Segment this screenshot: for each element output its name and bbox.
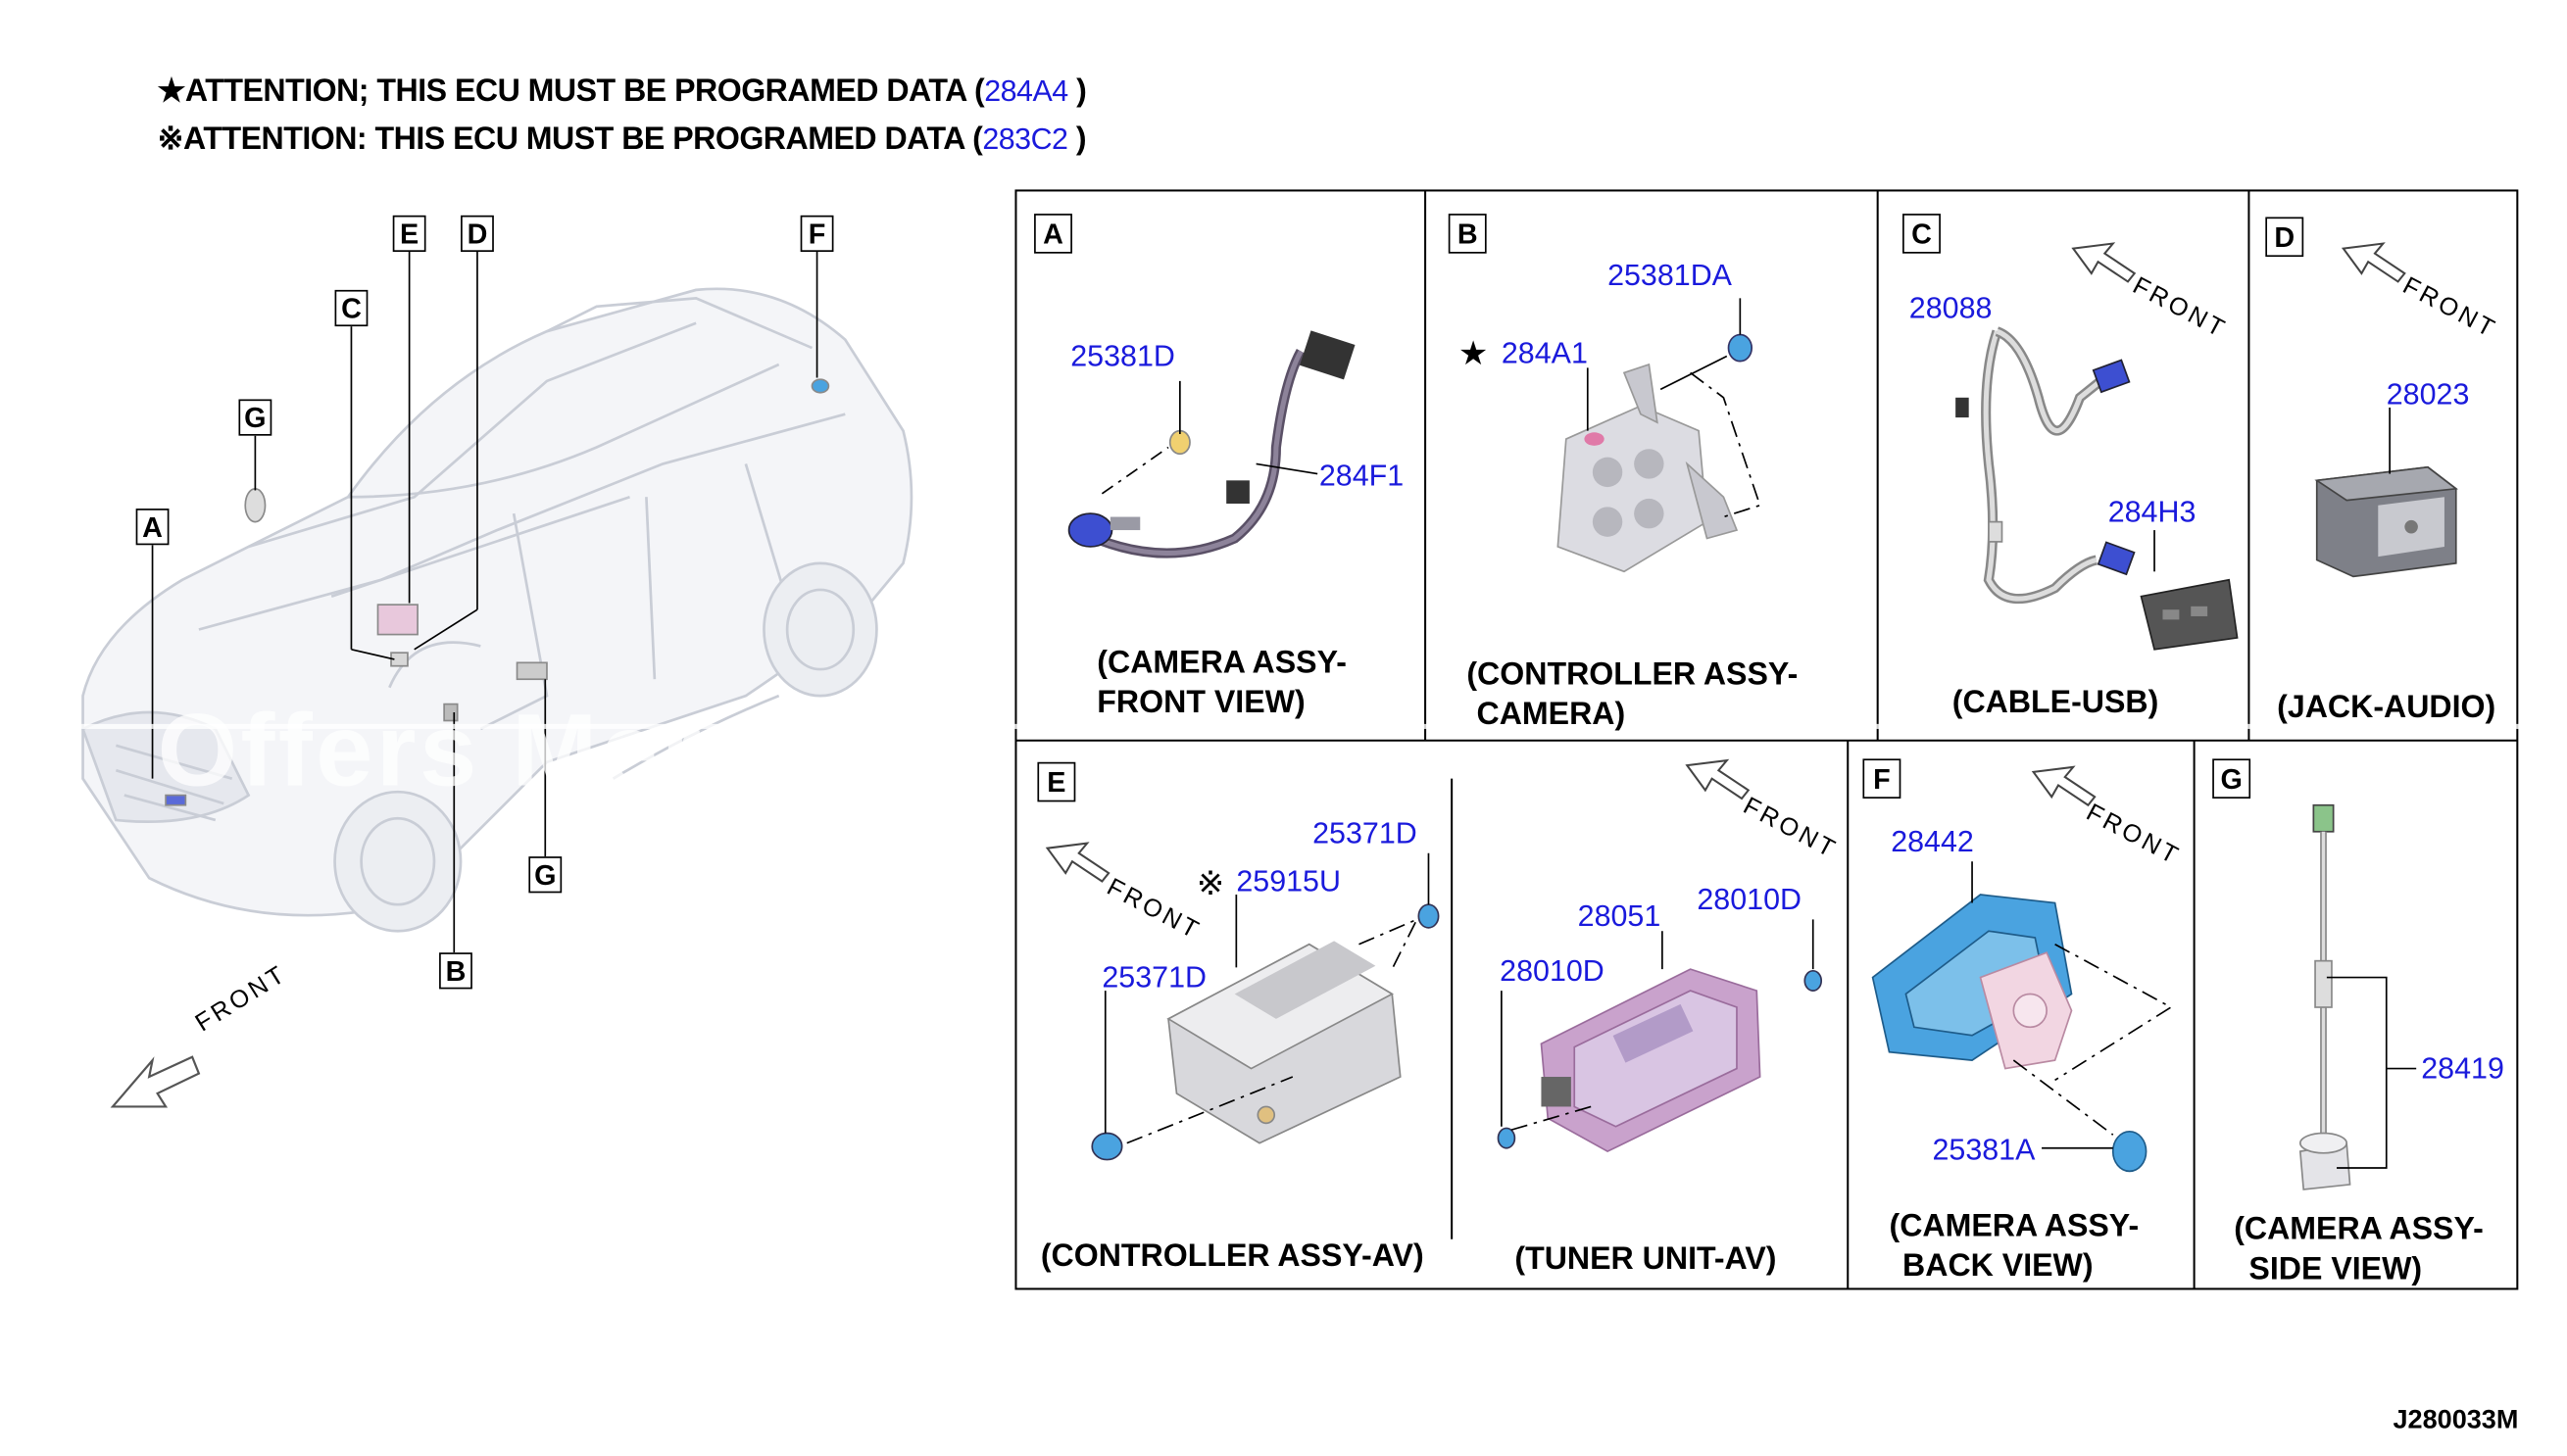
panel-grid	[1014, 189, 2519, 1290]
panel-a-caption: (CAMERA ASSY- FRONT VIEW)	[1097, 646, 1347, 721]
vehicle-callout-f[interactable]: F	[800, 215, 834, 253]
part-number-25371d[interactable]: 25371D	[1312, 816, 1417, 850]
front-arrow-icon	[2341, 242, 2406, 283]
part-number-28051[interactable]: 28051	[1577, 899, 1661, 933]
star-icon: ★	[1457, 336, 1489, 373]
reference-mark-icon: ※	[1196, 866, 1225, 903]
panel-label-a: A	[1034, 214, 1072, 254]
panel-label-d: D	[2265, 217, 2304, 258]
panel-b-art	[1556, 298, 1761, 573]
panel-f-art	[1871, 765, 2173, 1173]
part-number-25915u[interactable]: 25915U	[1236, 864, 1341, 898]
panel-c-caption: (CABLE-USB)	[1951, 685, 2159, 721]
diagram-code: J280033M	[2393, 1406, 2519, 1435]
vehicle-callout-a[interactable]: A	[135, 509, 170, 546]
front-arrow-icon	[1685, 758, 1751, 801]
panel-b-caption: (CONTROLLER ASSY- CAMERA)	[1466, 657, 1799, 733]
panel-label-b: B	[1448, 214, 1487, 254]
panel-e-caption: (CONTROLLER ASSY-AV)	[1040, 1238, 1424, 1275]
part-number-25381d[interactable]: 25381D	[1070, 339, 1175, 373]
vehicle-callout-g2[interactable]: G	[528, 856, 563, 894]
panel-label-f: F	[1862, 758, 1901, 799]
star-icon: ★	[157, 74, 186, 110]
vehicle-sketch	[80, 287, 913, 933]
panel-c-art	[1955, 242, 2239, 651]
front-arrow-icon	[2071, 242, 2137, 283]
attention-line-1: ★ATTENTION; THIS ECU MUST BE PROGRAMED D…	[157, 74, 1087, 110]
panel-d-caption: (JACK-AUDIO)	[2277, 691, 2496, 726]
panel-label-c: C	[1902, 214, 1941, 254]
part-number-25381a[interactable]: 25381A	[1932, 1133, 2036, 1167]
panel-e-art	[1045, 842, 1440, 1161]
vehicle-callout-b[interactable]: B	[439, 952, 472, 990]
panel-d-art	[2314, 242, 2458, 578]
part-number-28088[interactable]: 28088	[1908, 291, 1993, 325]
panel-e2-art	[1497, 758, 1823, 1153]
watermark-band	[0, 723, 2567, 729]
part-number-284f1[interactable]: 284F1	[1318, 459, 1405, 493]
part-number-28023[interactable]: 28023	[2386, 377, 2470, 412]
reference-mark-icon: ※	[157, 122, 184, 158]
vehicle-callout-e[interactable]: E	[392, 215, 426, 253]
panel-a-art	[1067, 330, 1356, 558]
front-arrow-icon	[110, 1055, 201, 1108]
panel-g-art	[2298, 803, 2417, 1190]
panel-f-caption: (CAMERA ASSY- BACK VIEW)	[1889, 1209, 2140, 1285]
attention-line-2: ※ATTENTION: THIS ECU MUST BE PROGRAMED D…	[157, 122, 1087, 158]
vehicle-callout-d[interactable]: D	[461, 215, 494, 253]
part-number-28010d[interactable]: 28010D	[1697, 883, 1802, 917]
part-number-28419[interactable]: 28419	[2421, 1051, 2504, 1086]
part-number-28442[interactable]: 28442	[1891, 825, 1974, 858]
part-number-25381da[interactable]: 25381DA	[1607, 258, 1732, 292]
attention-part-number[interactable]: 283C2	[982, 122, 1068, 156]
part-number-25371d-lower[interactable]: 25371D	[1102, 960, 1208, 995]
watermark: Offers Merch	[157, 694, 831, 809]
part-number-284h3[interactable]: 284H3	[2107, 495, 2197, 529]
panel-label-e: E	[1037, 761, 1076, 802]
attention-part-number[interactable]: 284A4	[984, 74, 1068, 108]
panel-g-caption: (CAMERA ASSY- SIDE VIEW)	[2234, 1212, 2484, 1287]
panel-e2-caption: (TUNER UNIT-AV)	[1514, 1242, 1777, 1278]
front-arrow-icon	[1045, 842, 1111, 883]
vehicle-callout-g[interactable]: G	[238, 399, 272, 436]
vehicle-components	[165, 378, 830, 806]
part-number-284a1[interactable]: 284A1	[1501, 336, 1588, 370]
vehicle-leader-lines	[151, 252, 818, 953]
part-number-28010d-left[interactable]: 28010D	[1500, 953, 1604, 988]
front-arrow-icon	[2031, 765, 2097, 807]
vehicle-callout-c[interactable]: C	[334, 289, 369, 327]
panel-label-g: G	[2212, 758, 2251, 799]
